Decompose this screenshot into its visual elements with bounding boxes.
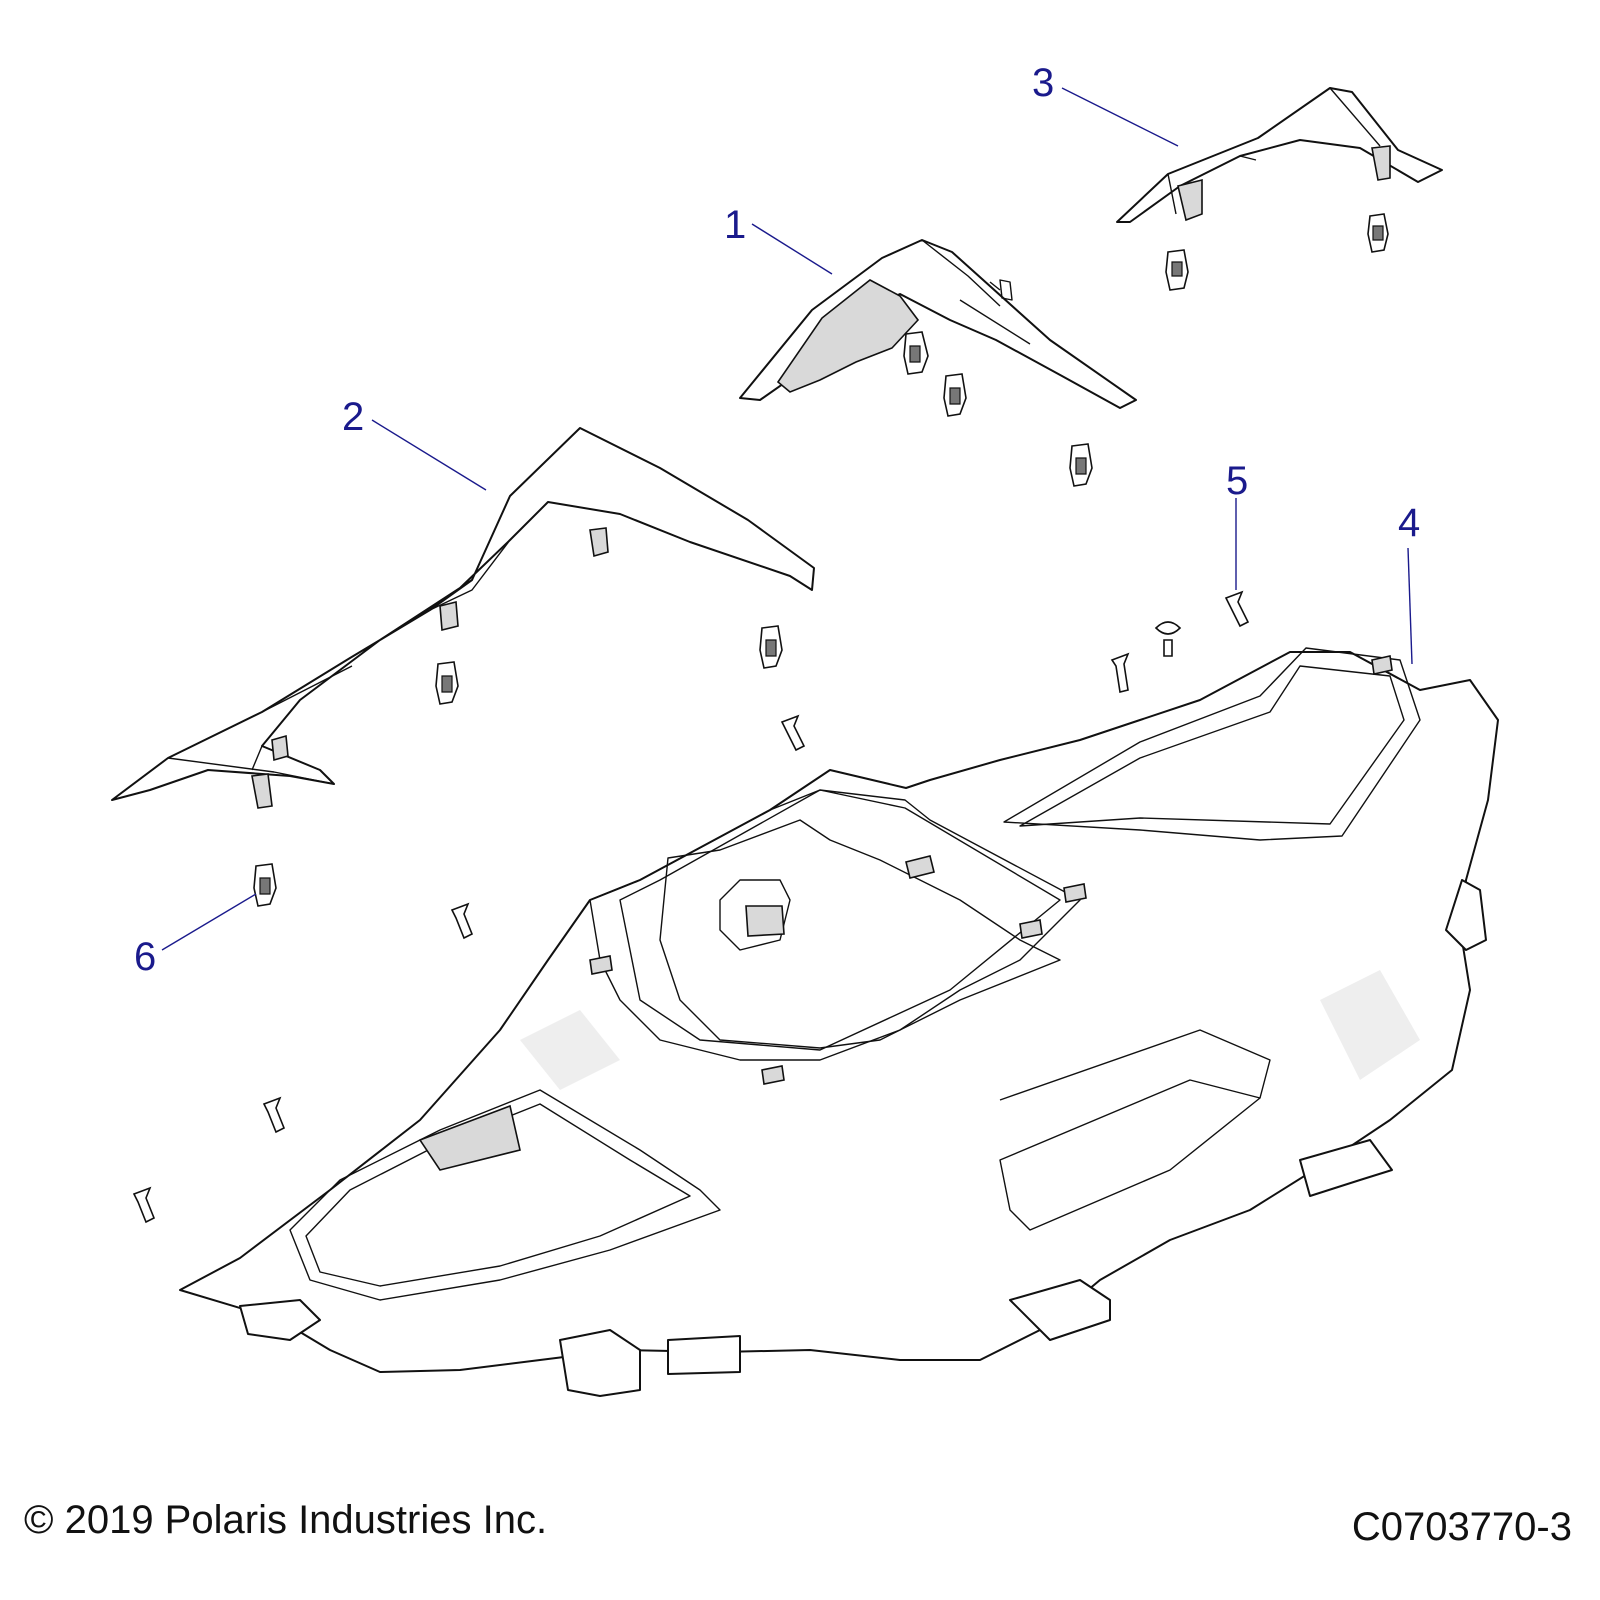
callout-1: 1 bbox=[724, 203, 746, 247]
part-3-rack-cover bbox=[1116, 87, 1443, 223]
copyright-notice: © 2019 Polaris Industries Inc. bbox=[24, 1498, 548, 1542]
part-1-rack-cover bbox=[739, 239, 1137, 409]
part-1-clips bbox=[903, 331, 1093, 487]
part-2-rack-cover bbox=[111, 427, 815, 809]
callout-3: 3 bbox=[1032, 61, 1054, 105]
callout-numbers: 1 2 3 4 5 6 bbox=[134, 61, 1420, 979]
loose-fasteners bbox=[132, 590, 1250, 1224]
part-3-clips bbox=[1165, 213, 1389, 291]
part-4-body-panel bbox=[179, 647, 1499, 1397]
diagram-code: C0703770-3 bbox=[1351, 1505, 1572, 1549]
callout-4: 4 bbox=[1398, 501, 1420, 545]
callout-5: 5 bbox=[1226, 459, 1248, 503]
callout-2: 2 bbox=[342, 395, 364, 439]
part-2-clips bbox=[253, 625, 783, 907]
leader-lines bbox=[161, 87, 1413, 951]
callout-6: 6 bbox=[134, 935, 156, 979]
